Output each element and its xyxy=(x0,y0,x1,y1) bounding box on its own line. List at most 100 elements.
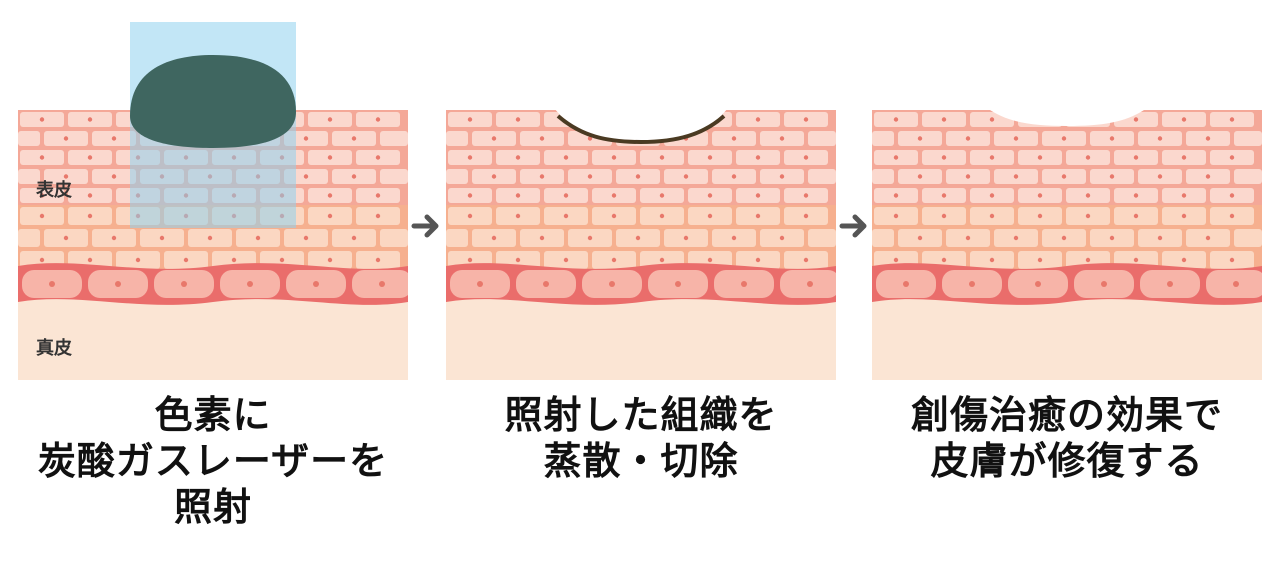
cell-nucleus xyxy=(327,213,333,219)
cell-nucleus xyxy=(755,193,761,198)
cell-nucleus xyxy=(39,213,45,219)
cell-nucleus xyxy=(539,174,545,179)
cell-nucleus xyxy=(1157,235,1163,241)
cell-nucleus xyxy=(563,193,569,198)
cell-nucleus xyxy=(941,257,947,263)
skin-cell xyxy=(18,169,40,184)
cell-nucleus xyxy=(351,174,357,179)
ablation-edge xyxy=(556,114,726,145)
cell-nucleus xyxy=(1133,257,1139,263)
cell-nucleus xyxy=(1181,193,1187,198)
cell-nucleus xyxy=(1101,281,1107,287)
cell-nucleus xyxy=(741,281,747,287)
skin-cell xyxy=(18,131,40,146)
caption-line: 照射 xyxy=(173,485,252,529)
cell-nucleus xyxy=(1013,136,1019,141)
skin-cell xyxy=(446,169,468,184)
cell-nucleus xyxy=(755,155,761,160)
cell-nucleus xyxy=(1085,155,1091,160)
cell-nucleus xyxy=(327,257,333,263)
cell-nucleus xyxy=(1133,213,1139,219)
cell-nucleus xyxy=(111,136,117,141)
cell-nucleus xyxy=(917,136,923,141)
cell-nucleus xyxy=(1205,136,1211,141)
cell-nucleus xyxy=(351,136,357,141)
cell-nucleus xyxy=(893,213,899,219)
cell-nucleus xyxy=(1233,281,1239,287)
cell-nucleus xyxy=(1157,136,1163,141)
cell-nucleus xyxy=(279,257,285,263)
dermis-layer xyxy=(446,290,836,380)
step-1-skin-illustration xyxy=(18,22,408,380)
cell-nucleus xyxy=(1037,257,1043,263)
cell-nucleus xyxy=(611,257,617,263)
cell-nucleus xyxy=(491,174,497,179)
cell-nucleus xyxy=(111,235,117,241)
cell-nucleus xyxy=(965,235,971,241)
cell-nucleus xyxy=(1133,193,1139,198)
cell-nucleus xyxy=(515,117,521,122)
skin-cell xyxy=(872,229,894,247)
cell-nucleus xyxy=(1229,193,1235,198)
cell-nucleus xyxy=(49,281,55,287)
cell-nucleus xyxy=(755,257,761,263)
skin-cell xyxy=(380,169,408,184)
ablation-crater xyxy=(554,108,728,140)
cell-nucleus xyxy=(611,193,617,198)
cell-nucleus xyxy=(1061,174,1067,179)
cell-nucleus xyxy=(807,281,813,287)
cell-nucleus xyxy=(313,281,319,287)
cell-nucleus xyxy=(611,213,617,219)
cell-nucleus xyxy=(989,257,995,263)
cell-nucleus xyxy=(87,155,93,160)
cell-nucleus xyxy=(1035,281,1041,287)
cell-nucleus xyxy=(893,117,899,122)
cell-nucleus xyxy=(181,281,187,287)
caption-line: 色素に xyxy=(154,393,272,437)
cell-nucleus xyxy=(707,155,713,160)
cell-nucleus xyxy=(941,193,947,198)
step-3-caption: 創傷治癒の効果で 皮膚が修復する xyxy=(872,392,1262,484)
cell-nucleus xyxy=(965,136,971,141)
caption-line: 創傷治癒の効果で xyxy=(910,393,1223,437)
cell-nucleus xyxy=(375,155,381,160)
cell-nucleus xyxy=(1229,155,1235,160)
cell-nucleus xyxy=(247,281,253,287)
cell-nucleus xyxy=(1229,117,1235,122)
cell-nucleus xyxy=(87,117,93,122)
cell-nucleus xyxy=(755,117,761,122)
cell-nucleus xyxy=(39,193,45,198)
cell-nucleus xyxy=(1205,174,1211,179)
cell-nucleus xyxy=(1181,257,1187,263)
cell-nucleus xyxy=(707,257,713,263)
cell-nucleus xyxy=(1085,193,1091,198)
cell-nucleus xyxy=(779,174,785,179)
cell-nucleus xyxy=(1181,155,1187,160)
cell-nucleus xyxy=(1167,281,1173,287)
dermis-layer xyxy=(18,290,408,380)
cell-nucleus xyxy=(327,117,333,122)
cell-nucleus xyxy=(255,235,261,241)
cell-nucleus xyxy=(659,257,665,263)
cell-nucleus xyxy=(539,136,545,141)
dermis-layer xyxy=(872,290,1262,380)
skin-cell xyxy=(1234,169,1262,184)
step-3-panel: 創傷治癒の効果で 皮膚が修復する xyxy=(872,0,1262,569)
cell-nucleus xyxy=(375,213,381,219)
cell-nucleus xyxy=(1085,213,1091,219)
caption-line: 照射した組織を xyxy=(504,393,778,437)
cell-nucleus xyxy=(87,193,93,198)
cell-nucleus xyxy=(111,174,117,179)
cell-nucleus xyxy=(375,117,381,122)
cell-nucleus xyxy=(893,155,899,160)
skin-cell xyxy=(872,131,894,146)
cell-nucleus xyxy=(1109,235,1115,241)
cell-nucleus xyxy=(207,235,213,241)
cell-nucleus xyxy=(941,213,947,219)
cell-nucleus xyxy=(515,257,521,263)
skin-cell xyxy=(18,229,40,247)
cell-nucleus xyxy=(917,235,923,241)
caption-line: 炭酸ガスレーザーを xyxy=(37,439,389,483)
cell-nucleus xyxy=(1133,117,1139,122)
